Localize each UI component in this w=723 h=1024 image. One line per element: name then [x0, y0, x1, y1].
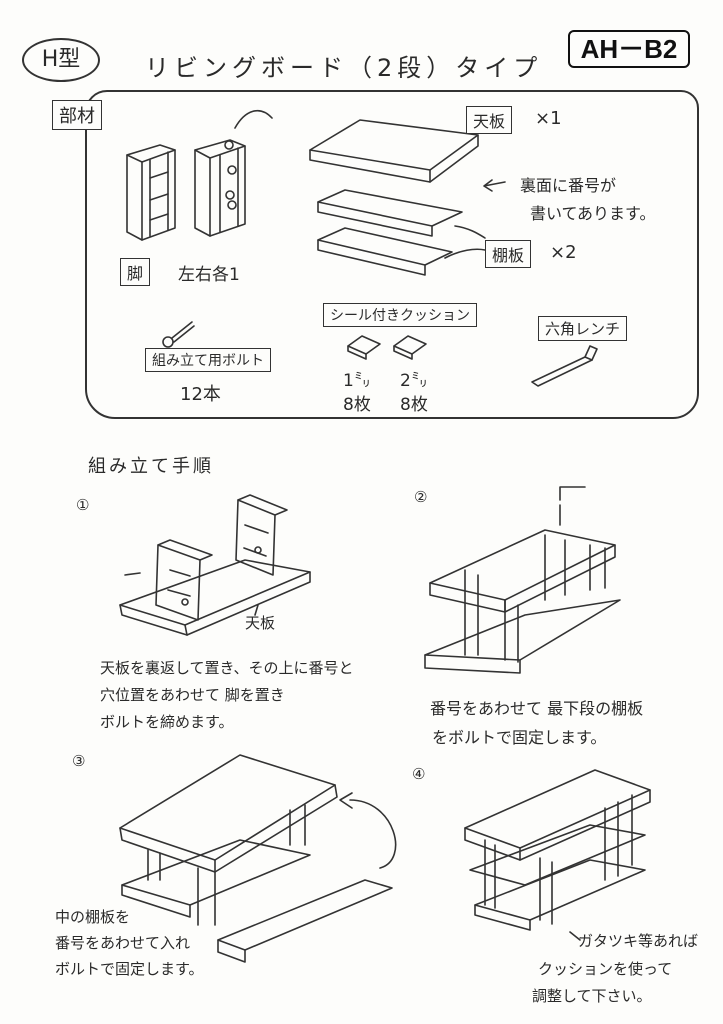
- step3-number: ③: [72, 752, 86, 770]
- step2-text-line1: 番号をあわせて 最下段の棚板: [430, 699, 644, 718]
- step1-text-line2: 穴位置をあわせて 脚を置き: [100, 686, 285, 704]
- type-badge: H型: [22, 38, 100, 82]
- step1-text-line1: 天板を裏返して置き、その上に番号と: [100, 659, 354, 677]
- page-title: リビングボード（2段）タイプ: [145, 54, 543, 82]
- top-board-quantity: ×1: [535, 108, 562, 129]
- model-code-box: AH－B2: [568, 30, 690, 68]
- cushion-2mm-size: 2㍉: [400, 371, 428, 391]
- cushion-label: シール付きクッション: [323, 303, 477, 327]
- step4-text-line1: ガタツキ等あれば: [578, 932, 699, 950]
- step1-top-board-callout: 天板: [245, 614, 276, 632]
- number-note-line2: 書いてあります。: [530, 204, 656, 223]
- leg-parts-drawing: [126, 109, 273, 241]
- bolt-quantity: 12本: [180, 384, 221, 405]
- procedure-heading: 組み立て手順: [88, 456, 214, 477]
- cushion-2mm-quantity: 8枚: [400, 395, 428, 415]
- hex-wrench-label: 六角レンチ: [538, 316, 628, 341]
- cushion-1mm-quantity: 8枚: [343, 395, 371, 415]
- step1-number: ①: [76, 496, 90, 514]
- step1-text-line3: ボルトを締めます。: [100, 713, 234, 731]
- step3-text-line3: ボルトで固定します。: [55, 960, 204, 978]
- bolt-label: 組み立て用ボルト: [145, 348, 271, 372]
- step3-text-line1: 中の棚板を: [55, 908, 131, 926]
- step4-text-line3: 調整して下さい。: [532, 987, 652, 1005]
- step2-text-line2: をボルトで固定します。: [432, 728, 607, 747]
- leg-detail: 左右各1: [178, 265, 240, 285]
- small-parts-drawing: [162, 321, 598, 387]
- step1-drawing: [119, 494, 311, 636]
- step2-drawing: [424, 486, 621, 674]
- shelf-quantity: ×2: [550, 242, 577, 263]
- step4-drawing: [464, 769, 651, 941]
- number-note-line1: 裏面に番号が: [520, 176, 617, 195]
- step4-number: ④: [412, 765, 426, 783]
- leg-label: 脚: [120, 258, 151, 286]
- step2-number: ②: [414, 488, 428, 506]
- parts-section-label: 部材: [52, 100, 102, 130]
- step3-drawing: [119, 754, 397, 963]
- step3-text-line2: 番号をあわせて入れ: [55, 934, 191, 952]
- step4-text-line2: クッションを使って: [538, 960, 673, 978]
- shelf-label: 棚板: [485, 240, 532, 268]
- cushion-1mm-size: 1㍉: [343, 371, 371, 391]
- top-board-label: 天板: [466, 106, 513, 134]
- parts-frame: [85, 90, 699, 419]
- board-parts-drawing: [309, 119, 506, 276]
